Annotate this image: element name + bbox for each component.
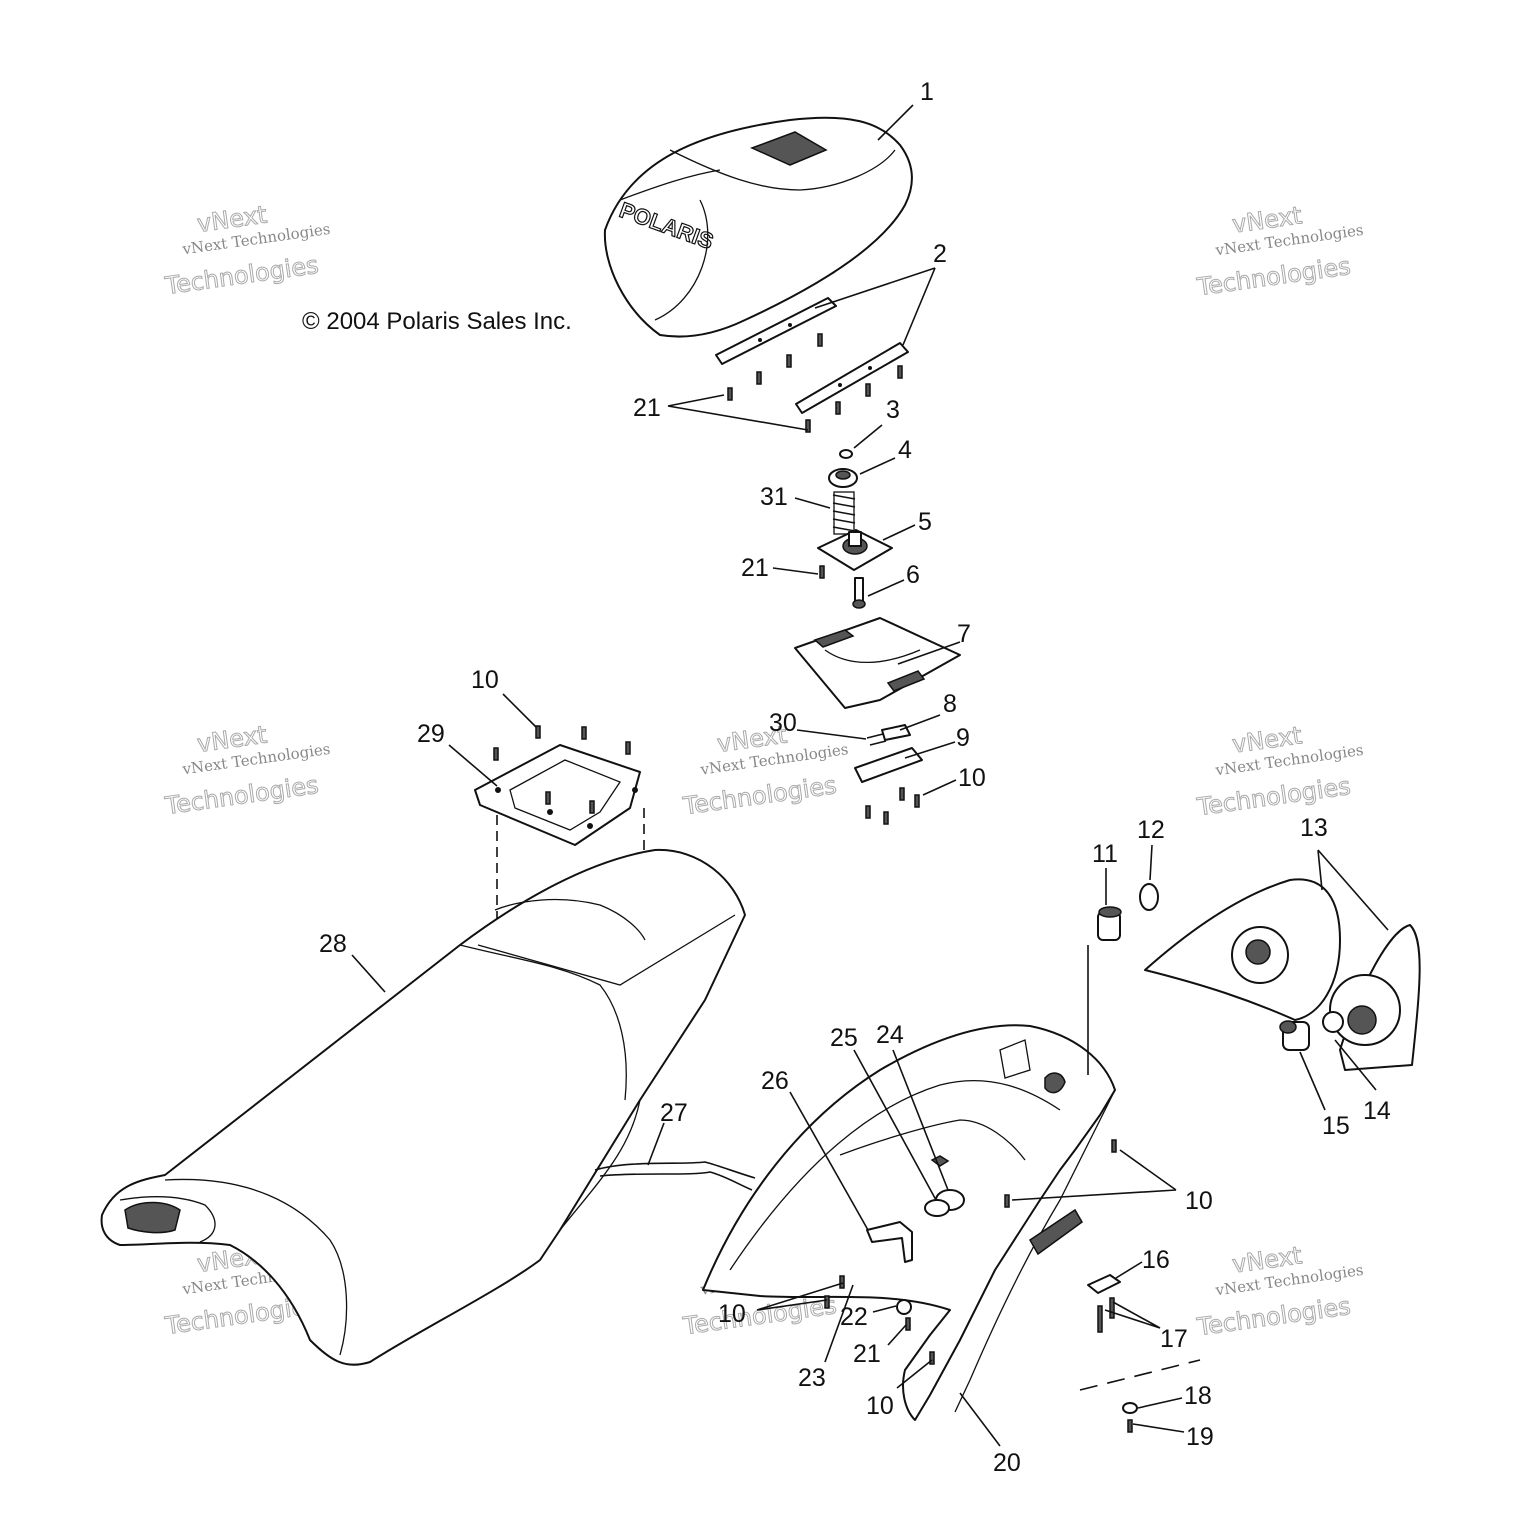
- screws-10-fender: [824, 1139, 1117, 1365]
- svg-text:Technologies: Technologies: [681, 771, 839, 820]
- part-latch-base-5: [817, 529, 893, 571]
- callout-28: 28: [319, 930, 347, 958]
- callout-17: 17: [1160, 1325, 1188, 1353]
- svg-text:Technologies: Technologies: [163, 771, 321, 820]
- callout-10-latch: 10: [958, 764, 986, 792]
- callout-11: 11: [1092, 840, 1118, 868]
- leader-lines: [351, 104, 1389, 1447]
- callout-16: 16: [1142, 1246, 1170, 1274]
- callout-4: 4: [898, 436, 912, 464]
- callout-14: 14: [1363, 1097, 1391, 1125]
- part-cable-27: [594, 1161, 756, 1179]
- callout-21-top: 21: [633, 394, 661, 422]
- part-spring-31: [832, 491, 856, 535]
- callout-26: 26: [761, 1067, 789, 1095]
- callout-30: 30: [769, 709, 797, 737]
- screws-10-mid: [865, 787, 920, 825]
- part-socket-11: [1097, 906, 1122, 941]
- screws-10-frame: [493, 725, 631, 814]
- watermark-top-right: vNext vNext Technologies Technologies: [1194, 201, 1364, 302]
- svg-text:Technologies: Technologies: [1195, 1292, 1353, 1341]
- callout-31: 31: [760, 483, 788, 511]
- part-pin-6: [852, 577, 866, 609]
- callout-23: 23: [798, 1364, 826, 1392]
- watermark-mid-center: vNext vNext Technologies Technologies: [680, 720, 849, 821]
- callout-2: 2: [933, 240, 947, 268]
- callout-9: 9: [956, 724, 970, 752]
- svg-text:Technologies: Technologies: [1195, 772, 1353, 821]
- callout-10-bottom: 10: [866, 1392, 894, 1420]
- callout-22: 22: [840, 1303, 868, 1331]
- watermark-mid-left: vNext vNext Technologies Technologies: [162, 720, 331, 821]
- callout-10-frame: 10: [471, 666, 499, 694]
- copyright-notice: © 2004 Polaris Sales Inc.: [302, 308, 572, 335]
- part-latch-housing-7: [794, 617, 961, 709]
- watermark-bottom-right: vNext vNext Technologies Technologies: [1194, 1241, 1364, 1342]
- callout-1: 1: [920, 78, 934, 106]
- part-seat-frame-29: [474, 744, 641, 846]
- part-washer-22: [896, 1299, 912, 1315]
- callout-10-right: 10: [1185, 1187, 1213, 1215]
- part-bracket-26: [866, 1221, 913, 1263]
- callout-19: 19: [1186, 1423, 1214, 1451]
- callout-21-bottom: 21: [853, 1340, 881, 1368]
- part-rear-fender-20: [702, 1024, 1116, 1421]
- part-nut-3: [839, 449, 853, 459]
- callout-29: 29: [417, 720, 445, 748]
- part-grommets-24-25: [924, 1155, 965, 1217]
- part-retaining-strips: [715, 297, 909, 414]
- assembly-line-plate: [1079, 1359, 1201, 1391]
- screw-21-mid: [819, 565, 825, 579]
- part-main-seat-28: [100, 848, 746, 1366]
- callout-21-mid: 21: [741, 554, 769, 582]
- callout-13: 13: [1300, 814, 1328, 842]
- part-washer-18: [1122, 1402, 1138, 1414]
- part-screw-19: [1127, 1419, 1133, 1433]
- part-clip-16: [1087, 1274, 1121, 1294]
- callout-15: 15: [1322, 1112, 1350, 1140]
- screws-21: [727, 333, 903, 433]
- callout-5: 5: [918, 508, 932, 536]
- part-screws-17: [1097, 1297, 1115, 1333]
- part-taillight-13: [1144, 878, 1421, 1071]
- svg-text:Technologies: Technologies: [163, 251, 321, 300]
- svg-text:Technologies: Technologies: [681, 1291, 839, 1340]
- watermark-top-left: vNext vNext Technologies Technologies: [162, 200, 331, 301]
- part-bulb-12: [1139, 883, 1159, 911]
- callout-25: 25: [830, 1024, 858, 1052]
- part-plate-9: [854, 747, 923, 783]
- callout-7: 7: [957, 620, 971, 648]
- callout-3: 3: [886, 396, 900, 424]
- callout-12: 12: [1137, 816, 1165, 844]
- callout-18: 18: [1184, 1382, 1212, 1410]
- callout-24: 24: [876, 1021, 904, 1049]
- callout-6: 6: [906, 561, 920, 589]
- callout-labels: 1 2 21 3 4 31 5 21 6 7 8 30 9 10 10 29 2…: [319, 78, 1391, 1477]
- part-bushing-4: [828, 468, 858, 488]
- part-socket-15: [1279, 1020, 1310, 1051]
- callout-10-left: 10: [718, 1300, 746, 1328]
- part-rear-seat-cushion: POLARIS: [603, 116, 913, 338]
- callout-27: 27: [660, 1099, 688, 1127]
- part-cable-27b: [599, 1171, 753, 1191]
- callout-20: 20: [993, 1449, 1021, 1477]
- callout-8: 8: [943, 690, 957, 718]
- svg-text:Technologies: Technologies: [1195, 252, 1353, 301]
- part-bulb-14: [1322, 1011, 1344, 1033]
- watermark-mid-right: vNext vNext Technologies Technologies: [1194, 721, 1364, 822]
